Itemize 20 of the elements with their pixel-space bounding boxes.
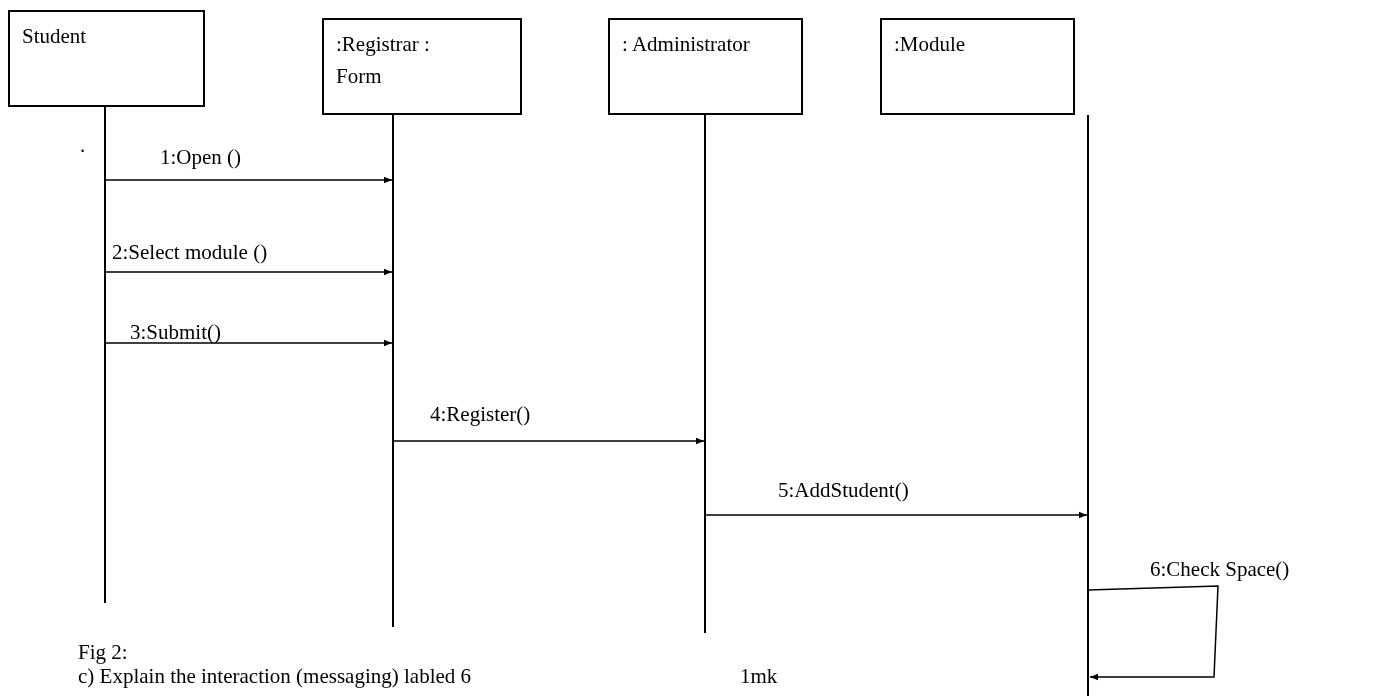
message-label: 4:Register() xyxy=(430,402,531,426)
figure-caption: Fig 2: xyxy=(78,640,128,664)
object-name: :Registrar : Form xyxy=(336,31,431,90)
message-arrow xyxy=(704,511,1088,519)
message-arrow xyxy=(104,268,393,276)
object-name: : Administrator xyxy=(622,31,751,58)
message-label: 2:Select module () xyxy=(112,240,268,264)
message-arrow xyxy=(1087,585,1219,681)
message-label: 1:Open () xyxy=(160,145,242,169)
message-label: 3:Submit() xyxy=(130,320,221,344)
message-arrow xyxy=(104,339,393,347)
mark-allocation: 1mk xyxy=(740,664,778,688)
object-name: Student xyxy=(22,23,88,50)
message-label: 5:AddStudent() xyxy=(778,478,909,502)
message-label: 6:Check Space() xyxy=(1150,557,1290,581)
stray-dot: . xyxy=(80,133,86,157)
message-arrow xyxy=(392,437,705,445)
message-arrow xyxy=(104,176,393,184)
object-name: :Module xyxy=(894,31,967,58)
question-text: c) Explain the interaction (messaging) labled 6 xyxy=(78,664,472,688)
